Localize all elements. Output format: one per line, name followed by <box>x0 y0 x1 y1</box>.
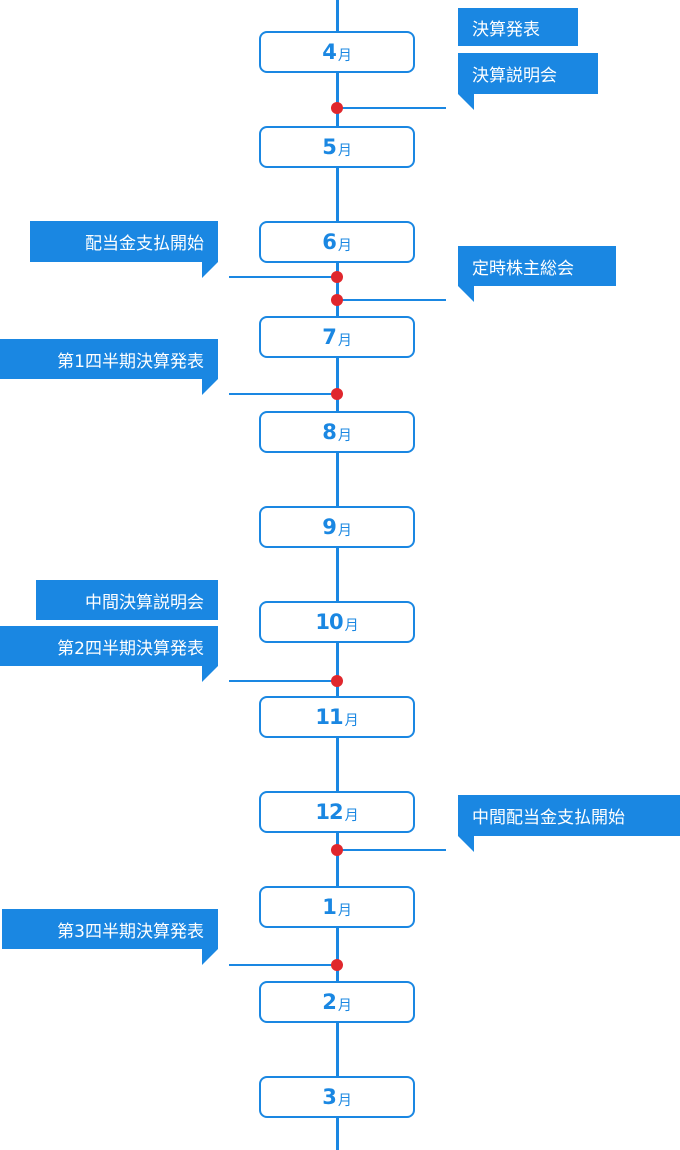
event-marker-dot <box>331 388 343 400</box>
month-number: 3 <box>322 1085 337 1109</box>
month-unit: 月 <box>344 807 359 824</box>
month-number: 4 <box>322 40 337 64</box>
event-marker-dot <box>331 675 343 687</box>
callout-tail <box>458 94 474 110</box>
callout-tail <box>458 836 474 852</box>
month-unit: 月 <box>337 1092 352 1109</box>
month-unit: 月 <box>337 142 352 159</box>
month-number: 8 <box>322 420 337 444</box>
month-number: 2 <box>322 990 337 1014</box>
event-leader-line <box>229 276 337 278</box>
event-leader-line <box>229 680 337 682</box>
event-label: 中間決算説明会 <box>36 580 218 620</box>
event-leader-line <box>229 393 337 395</box>
month-unit: 月 <box>344 617 359 634</box>
month-number: 10 <box>315 610 343 634</box>
callout-tail <box>202 949 218 965</box>
event-marker-dot <box>331 271 343 283</box>
callout-tail <box>458 286 474 302</box>
callout-tail <box>202 379 218 395</box>
event-leader-line <box>338 849 446 851</box>
month-unit: 月 <box>337 332 352 349</box>
month-unit: 月 <box>337 237 352 254</box>
event-label: 定時株主総会 <box>458 246 616 286</box>
month-number: 9 <box>322 515 337 539</box>
callout-tail <box>202 262 218 278</box>
event-label: 第2四半期決算発表 <box>0 626 218 666</box>
month-number: 5 <box>322 135 337 159</box>
month-unit: 月 <box>337 902 352 919</box>
event-marker-dot <box>331 102 343 114</box>
event-label: 決算説明会 <box>458 53 598 94</box>
event-leader-line <box>338 107 446 109</box>
event-marker-dot <box>331 959 343 971</box>
timeline-axis <box>336 0 339 1150</box>
month-number: 6 <box>322 230 337 254</box>
month-unit: 月 <box>337 47 352 64</box>
event-leader-line <box>338 299 446 301</box>
event-label: 配当金支払開始 <box>30 221 218 262</box>
event-marker-dot <box>331 294 343 306</box>
event-marker-dot <box>331 844 343 856</box>
event-label: 第3四半期決算発表 <box>2 909 218 949</box>
event-leader-line <box>229 964 337 966</box>
month-unit: 月 <box>344 712 359 729</box>
event-label: 決算発表 <box>458 8 578 46</box>
month-unit: 月 <box>337 522 352 539</box>
event-label: 中間配当金支払開始 <box>458 795 680 836</box>
month-unit: 月 <box>337 997 352 1014</box>
month-unit: 月 <box>337 427 352 444</box>
callout-tail <box>202 666 218 682</box>
month-number: 1 <box>322 895 337 919</box>
month-number: 7 <box>322 325 337 349</box>
event-label: 第1四半期決算発表 <box>0 339 218 379</box>
month-number: 11 <box>315 705 343 729</box>
month-number: 12 <box>315 800 343 824</box>
